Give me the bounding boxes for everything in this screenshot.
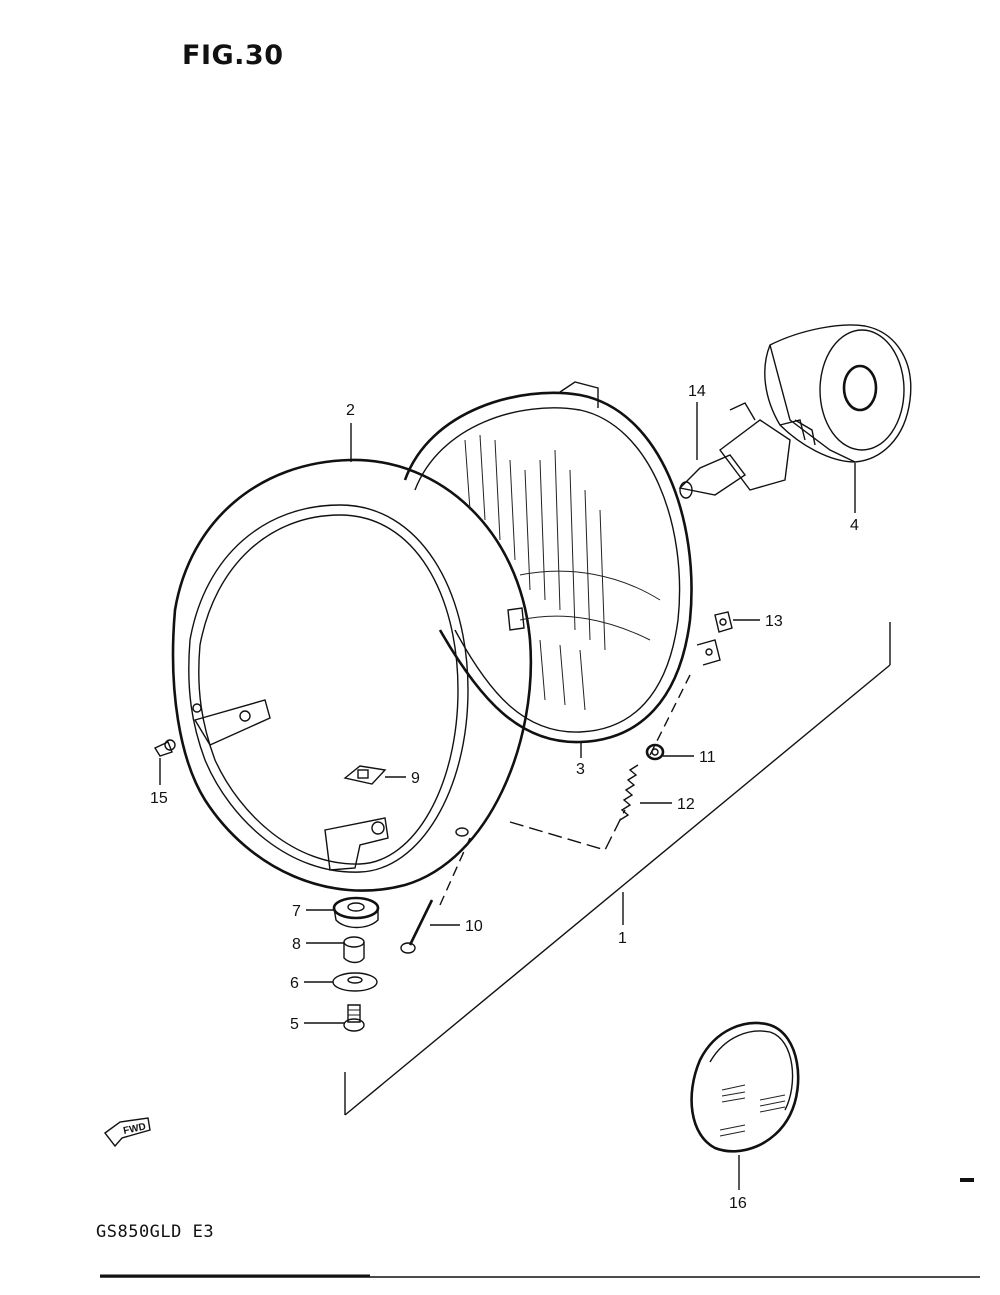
callout-15: 15: [150, 790, 168, 807]
figure-title: FIG.30: [182, 40, 284, 71]
callout-6: 6: [290, 975, 299, 992]
callout-14: 14: [688, 383, 706, 400]
callout-12: 12: [677, 796, 695, 813]
assembly-bracket-lines: [344, 622, 891, 1116]
callout-7: 7: [292, 903, 301, 920]
grommet-7: [332, 896, 380, 929]
callout-2: 2: [346, 402, 355, 419]
leader-lines: [159, 402, 856, 1190]
spring-12: [619, 764, 639, 821]
edge-mark: [960, 1178, 974, 1182]
forward-direction-arrow-icon: [104, 1117, 151, 1148]
fwd-label: FWD: [122, 1121, 147, 1136]
adjusting-screw-10: [400, 899, 434, 954]
collar-8: [343, 936, 365, 964]
callout-5: 5: [290, 1016, 299, 1033]
headlight-bulb: [678, 402, 806, 499]
nut-11: [645, 743, 665, 761]
bulb-socket-cover: [764, 324, 912, 463]
callout-9: 9: [411, 770, 420, 787]
callout-11: 11: [699, 749, 716, 766]
washer-6: [332, 972, 378, 992]
screw-5: [343, 1004, 365, 1032]
callout-13: 13: [765, 613, 783, 630]
callout-1: 1: [618, 930, 627, 947]
callout-4: 4: [850, 517, 859, 534]
callout-numbers: 1 2 3 4 5 6 7 8 9 10 11 12 13 14 15 16: [150, 383, 859, 1212]
callout-10: 10: [465, 918, 483, 935]
model-code: GS850GLD E3: [96, 1222, 215, 1242]
callout-8: 8: [292, 936, 301, 953]
nut-9: [343, 765, 387, 785]
screw-15: [153, 739, 176, 757]
callout-3: 3: [576, 761, 585, 778]
callout-16: 16: [729, 1195, 747, 1212]
headlight-rim: [171, 458, 533, 892]
headlight-unit: [403, 381, 721, 744]
clip-nut-13: [714, 611, 733, 633]
reflector-16: [690, 1021, 800, 1153]
